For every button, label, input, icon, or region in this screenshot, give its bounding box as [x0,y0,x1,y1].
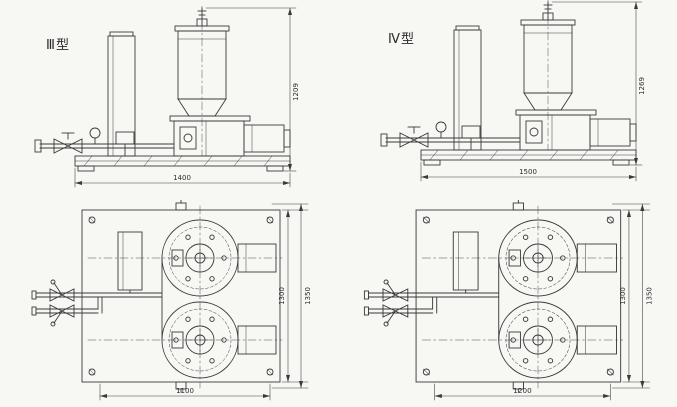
plan-view-drawing [363,200,651,401]
type3-label: Ⅲ型 [46,38,70,53]
plan-view-drawing [31,200,309,401]
type3-front-height-dim: 1209 [292,83,300,101]
type3-plan-width-dim: 1100 [176,387,194,395]
type3-plan-outer-height-dim: 1350 [304,287,312,305]
type4-front-width-dim: 1500 [519,168,537,176]
type3-plan-view: 1300 1350 1100 [31,200,312,401]
type4-plan-width-dim: 1200 [513,386,532,395]
type4-label: Ⅳ型 [388,32,415,47]
type3-front-view: 1209 1400 [34,6,300,188]
type3-plan-inner-height-dim: 1300 [278,287,286,305]
type4-plan-view: 1300 1350 1200 [363,200,654,401]
front-elevation-drawing [34,6,297,188]
front-elevation-drawing [380,0,643,182]
type3-front-width-dim: 1400 [173,174,191,182]
type4-plan-outer-height-dim: 1350 [645,287,654,305]
type4-front-view: 1269 1500 [380,0,646,182]
type4-front-height-dim: 1269 [638,77,646,95]
type4-plan-inner-height-dim: 1300 [618,287,627,305]
